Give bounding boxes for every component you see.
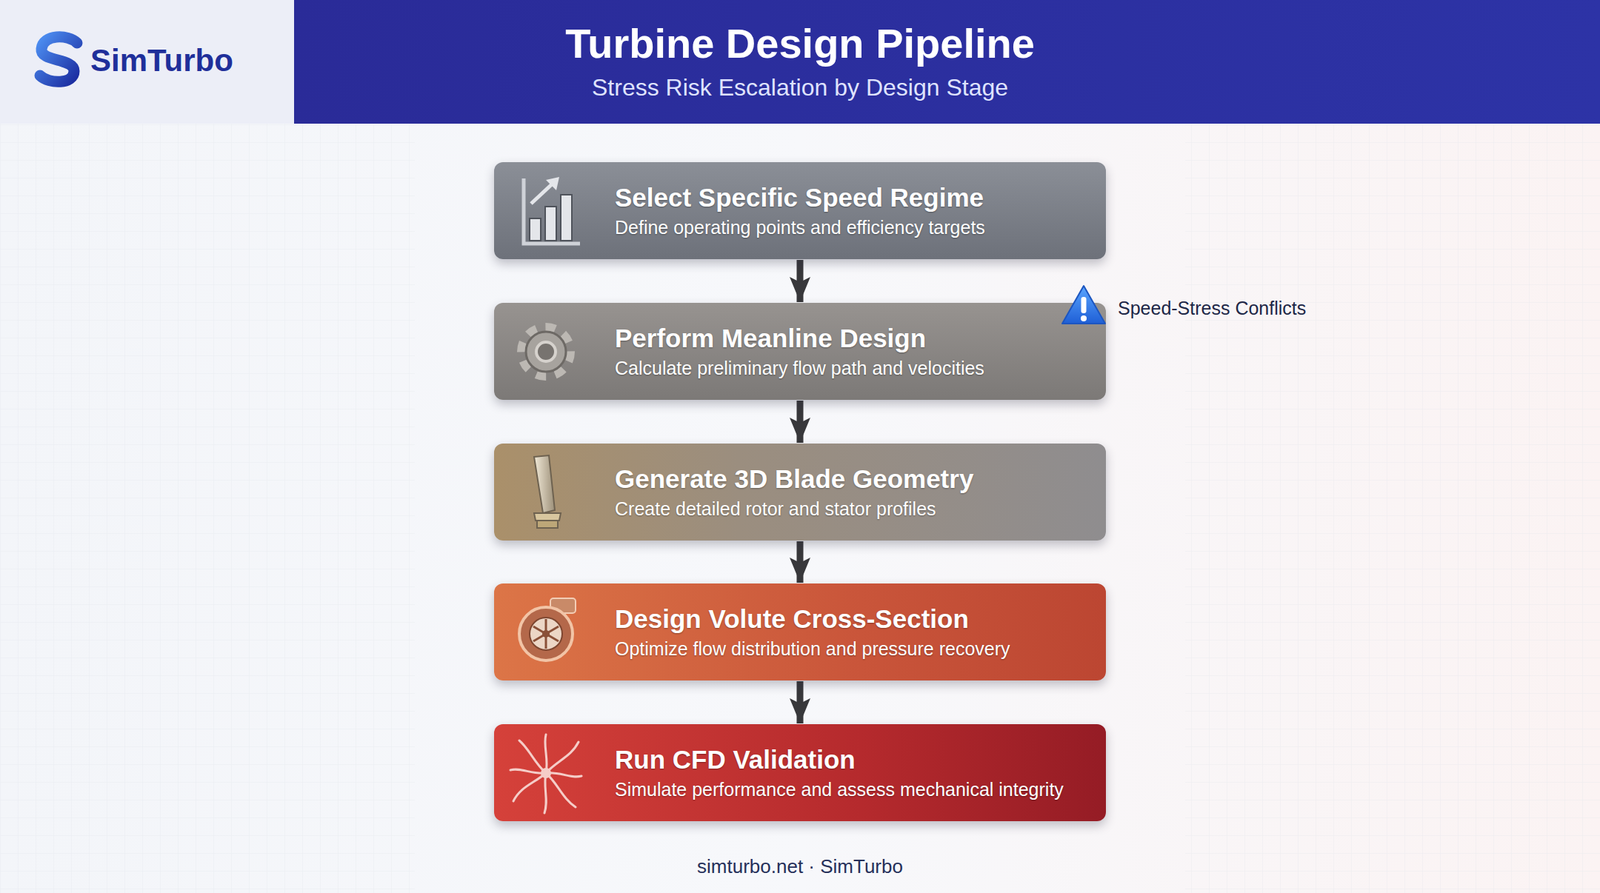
step-heading: Select Specific Speed Regime bbox=[614, 182, 984, 213]
step-description: Optimize flow distribution and pressure … bbox=[614, 638, 1011, 660]
volute-icon bbox=[504, 583, 586, 681]
flow-arrow bbox=[797, 260, 804, 303]
gear-icon bbox=[504, 302, 586, 400]
page-subtitle: Stress Risk Escalation by Design Stage bbox=[591, 74, 1009, 102]
warning-symbol bbox=[1060, 283, 1108, 327]
header-band bbox=[294, 0, 1600, 124]
footer-caption: simturbo.net · SimTurbo bbox=[697, 855, 903, 879]
step-heading: Perform Meanline Design bbox=[614, 323, 926, 354]
grid-texture bbox=[0, 123, 415, 893]
flow-arrow bbox=[797, 400, 804, 443]
flow-swirl-icon bbox=[504, 724, 586, 822]
step-description: Simulate performance and assess mechanic… bbox=[614, 779, 1064, 801]
process-box: Perform Meanline DesignCalculate prelimi… bbox=[494, 302, 1106, 400]
step-heading: Design Volute Cross-Section bbox=[614, 604, 969, 635]
grid-texture bbox=[1185, 123, 1600, 893]
process-box: Select Specific Speed RegimeDefine opera… bbox=[494, 162, 1106, 260]
flow-arrow bbox=[797, 541, 804, 583]
process-box: Run CFD ValidationSimulate performance a… bbox=[494, 724, 1106, 822]
step-description: Calculate preliminary flow path and velo… bbox=[614, 357, 985, 380]
logo-text: SimTurbo bbox=[90, 42, 234, 79]
logo-panel bbox=[0, 0, 295, 124]
page-title: Turbine Design Pipeline bbox=[565, 19, 1035, 68]
step-heading: Run CFD Validation bbox=[614, 745, 856, 775]
flow-arrow bbox=[797, 681, 804, 724]
process-box: Generate 3D Blade GeometryCreate detaile… bbox=[494, 443, 1106, 541]
process-box: Design Volute Cross-SectionOptimize flow… bbox=[494, 583, 1106, 681]
step-description: Create detailed rotor and stator profile… bbox=[614, 498, 937, 520]
chart-icon bbox=[504, 162, 586, 260]
callout-note: Speed-Stress Conflicts bbox=[1117, 297, 1306, 320]
step-heading: Generate 3D Blade Geometry bbox=[614, 464, 974, 495]
logo-mark bbox=[40, 37, 78, 83]
blade-icon bbox=[504, 443, 586, 541]
step-description: Define operating points and efficiency t… bbox=[614, 217, 986, 239]
